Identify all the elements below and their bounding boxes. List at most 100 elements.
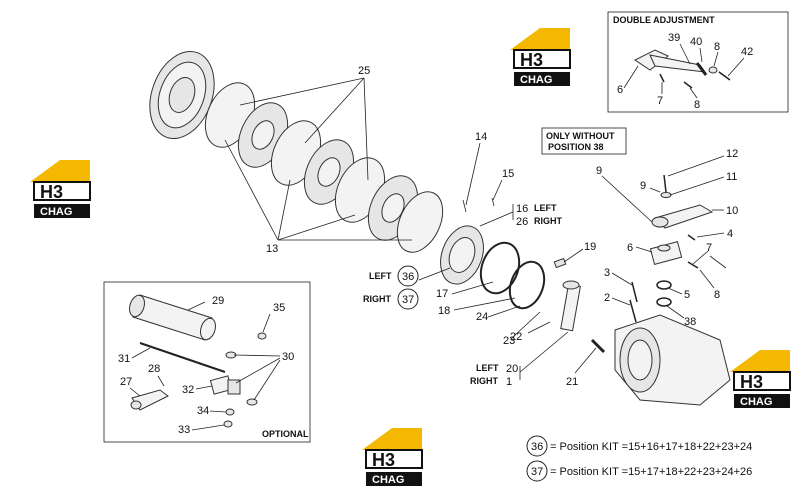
svg-text:37: 37 [531,466,543,478]
label-26: 26 [516,216,528,228]
label-15: 15 [502,168,514,180]
label-16: 16 [516,203,528,215]
bolt-12 [663,174,667,193]
label-o31: 31 [118,353,130,365]
label-9: 9 [596,165,602,177]
svg-text:H3: H3 [520,50,543,70]
circle-37 [397,288,419,310]
pin-21 [590,338,606,354]
label-37: 37 [402,294,414,306]
svg-text:36: 36 [531,441,543,453]
label-d6: 6 [617,84,623,96]
svg-text:H3: H3 [740,372,763,392]
double-adjustment-box: DOUBLE ADJUSTMENT [607,11,789,113]
brake-housing [149,50,215,140]
svg-text:DOUBLE ADJUSTMENT: DOUBLE ADJUSTMENT [613,15,715,25]
label-19: 19 [584,241,596,253]
bolt-15 [491,197,495,207]
label-17: 17 [436,288,448,300]
label-o34: 34 [197,405,209,417]
label-o33: 33 [178,424,190,436]
clip-19 [553,257,567,269]
lever-10 [651,204,714,229]
seal-38 [656,297,672,307]
label-d8: 8 [714,41,720,53]
label-22: 22 [510,331,522,343]
label-8: 8 [714,289,720,301]
bolt-4 [687,234,696,241]
svg-text:H3: H3 [372,450,395,470]
svg-text:CHAG: CHAG [520,74,552,86]
watermark-logo: H3 CHAG [30,160,91,218]
label-18: 18 [438,305,450,317]
label-26-right: RIGHT [534,216,563,226]
oring-5 [656,280,672,290]
label-1: 1 [506,376,512,388]
label-23: 23 [503,335,515,347]
label-9-b: 9 [640,180,646,192]
label-1-right: RIGHT [470,376,499,386]
label-16-left: LEFT [534,203,557,213]
svg-text:= Position KIT =15+17+18+22+23: = Position KIT =15+17+18+22+23+24+26 [550,466,752,478]
bolt-2 [629,299,637,323]
watermark-logo: H3 CHAG [510,28,571,86]
label-3: 3 [604,267,610,279]
label-d8b: 8 [694,99,700,111]
label-36: 36 [402,271,414,283]
circle-36 [397,265,419,287]
label-20: 20 [506,363,518,375]
optional-box: OPTIONAL [103,281,311,443]
svg-text:= Position KIT =15+16+17+18+22: = Position KIT =15+16+17+18+22+23+24 [550,441,752,453]
label-38: 38 [684,316,696,328]
label-6: 6 [627,242,633,254]
label-36-left: LEFT [369,271,392,281]
label-20-left: LEFT [476,363,499,373]
label-o35: 35 [273,302,285,314]
leaders-25-13 [224,77,412,241]
svg-text:OPTIONAL: OPTIONAL [262,429,309,439]
svg-text:CHAG: CHAG [372,474,404,486]
legend-kit-37: 37 = Position KIT =15+17+18+22+23+24+26 [526,460,752,482]
label-5: 5 [684,289,690,301]
watermark-logo: H3 CHAG [730,350,791,408]
label-21: 21 [566,376,578,388]
svg-text:CHAG: CHAG [40,206,72,218]
svg-text:POSITION 38: POSITION 38 [548,142,604,152]
label-11: 11 [726,171,737,183]
bolt-3 [631,281,638,303]
label-14: 14 [475,131,487,143]
adjuster-6 [649,241,683,265]
seal-ring-17 [479,241,521,295]
label-o32: 32 [182,384,194,396]
only-without-note: ONLY WITHOUT POSITION 38 [541,127,627,155]
brake-disc-7 [396,191,444,253]
label-d7: 7 [657,95,663,107]
piston [440,225,484,285]
label-o30: 30 [282,351,294,363]
label-o28: 28 [148,363,160,375]
label-d42: 42 [741,46,753,58]
label-o29: 29 [212,295,224,307]
lever-shaft [560,280,581,332]
label-d40: 40 [690,36,702,48]
svg-text:H3: H3 [40,182,63,202]
shaft-29 [129,294,216,341]
legend-kit-36: 36 = Position KIT =15+16+17+18+22+23+24 [526,435,752,457]
svg-text:ONLY WITHOUT: ONLY WITHOUT [546,131,615,141]
bolt-7 [687,261,699,269]
washer-11 [660,192,672,198]
seal-ring-18 [508,260,546,310]
watermark-logo: H3 CHAG [362,428,423,486]
label-2: 2 [604,292,610,304]
bolt-14 [462,199,467,213]
label-12: 12 [726,148,738,160]
axle-housing [614,314,731,406]
label-37-right: RIGHT [363,294,392,304]
label-10: 10 [726,205,738,217]
svg-text:CHAG: CHAG [740,396,772,408]
label-25: 25 [358,65,370,77]
label-7: 7 [706,242,712,254]
label-o27: 27 [120,376,132,388]
label-24: 24 [476,311,488,323]
